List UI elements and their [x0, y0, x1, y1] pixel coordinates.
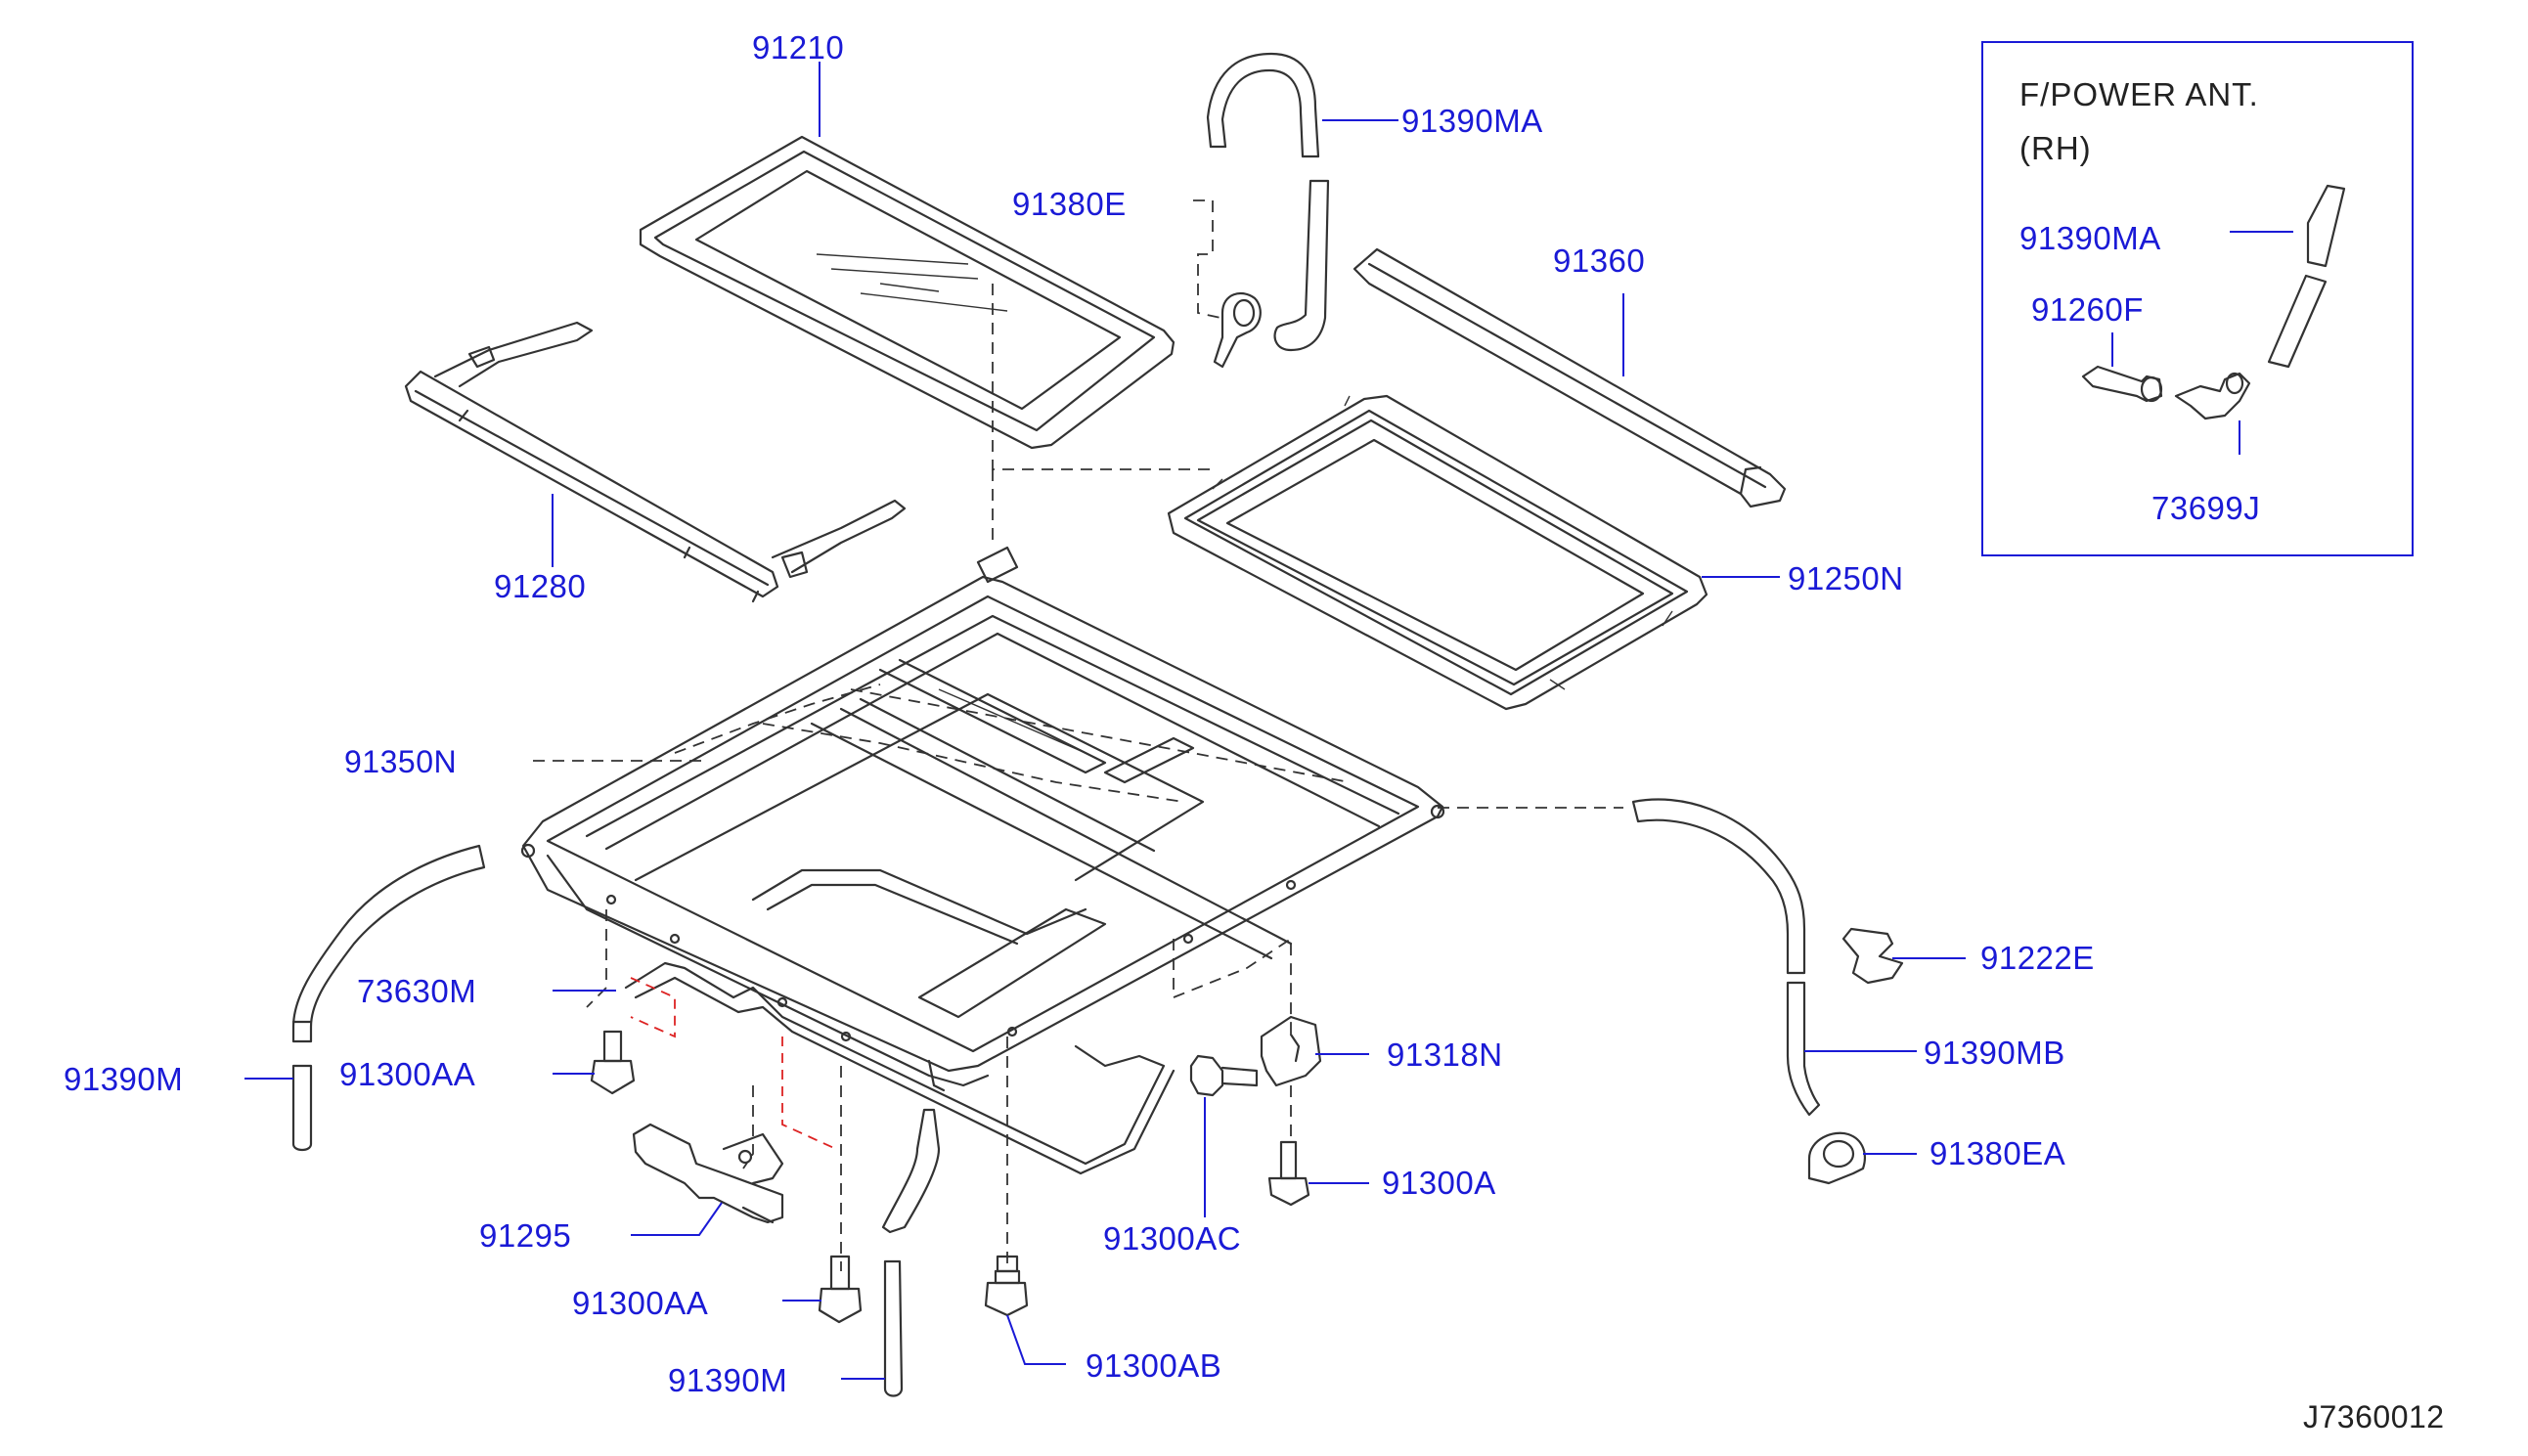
label-91300ab[interactable]: 91300AB — [1086, 1347, 1222, 1384]
label-91350n[interactable]: 91350N — [344, 744, 458, 779]
label-91210[interactable]: 91210 — [752, 29, 845, 66]
glass-lid-drawing — [639, 135, 1175, 450]
label-91390ma[interactable]: 91390MA — [1401, 103, 1543, 139]
inset-title-line1: F/POWER ANT. — [2019, 76, 2259, 112]
sunroof-housing-drawing — [520, 546, 1445, 1092]
drain-hose-right-drawing — [1631, 798, 1821, 1117]
label-91280[interactable]: 91280 — [494, 568, 587, 604]
wind-deflector-drawing — [1353, 247, 1787, 508]
grommet-91380ea-drawing — [1807, 1131, 1866, 1185]
assembly-guide-lines — [533, 199, 1623, 1271]
label-91390m-left[interactable]: 91390M — [64, 1061, 184, 1097]
bolt-91300aa-upper-drawing — [590, 1030, 636, 1095]
bracket-91318n-drawing — [1260, 1015, 1322, 1087]
label-91390mb[interactable]: 91390MB — [1924, 1035, 2065, 1071]
label-91300ac[interactable]: 91300AC — [1103, 1220, 1242, 1257]
figure-id: J7360012 — [2303, 1399, 2445, 1434]
inset-title-line2: (RH) — [2019, 130, 2092, 166]
label-91250n[interactable]: 91250N — [1788, 560, 1904, 596]
label-91390m-lower[interactable]: 91390M — [668, 1362, 788, 1398]
label-91300aa-lower[interactable]: 91300AA — [572, 1285, 709, 1321]
inset-label-73699j[interactable]: 73699J — [2151, 490, 2261, 526]
label-73630m[interactable]: 73630M — [357, 973, 477, 1009]
inset-label-91390ma[interactable]: 91390MA — [2019, 220, 2161, 256]
bolt-91300a-drawing — [1267, 1140, 1310, 1207]
label-leader-lines — [244, 62, 1966, 1380]
label-91360[interactable]: 91360 — [1553, 243, 1646, 279]
drain-hose-upper-drawing — [1206, 52, 1330, 352]
inset-box-drawing — [1981, 41, 2414, 556]
drain-hose-left-drawing — [291, 844, 486, 1152]
label-91300a[interactable]: 91300A — [1382, 1165, 1496, 1201]
label-91222e[interactable]: 91222E — [1980, 940, 2095, 976]
sunshade-drawing — [404, 321, 907, 603]
bolt-91300aa-lower-drawing — [818, 1255, 863, 1324]
label-91380e[interactable]: 91380E — [1012, 186, 1127, 222]
drain-hose-lower-drawing — [881, 1108, 941, 1397]
label-91380ea[interactable]: 91380EA — [1929, 1135, 2066, 1171]
drain-clip-upper-drawing — [1213, 291, 1262, 369]
inset-label-91260f[interactable]: 91260F — [2031, 291, 2144, 328]
frame-assembly-drawing — [1167, 394, 1708, 711]
label-91295[interactable]: 91295 — [479, 1217, 572, 1254]
motor-91295-drawing — [632, 1123, 784, 1224]
clip-91222e-drawing — [1841, 927, 1904, 985]
label-91318n[interactable]: 91318N — [1387, 1037, 1503, 1073]
bolt-91300ab-drawing — [984, 1255, 1029, 1317]
sub-frame-drawing — [624, 961, 1175, 1175]
label-91300aa-upper[interactable]: 91300AA — [339, 1056, 476, 1092]
bolt-91300ac-drawing — [1189, 1054, 1259, 1097]
